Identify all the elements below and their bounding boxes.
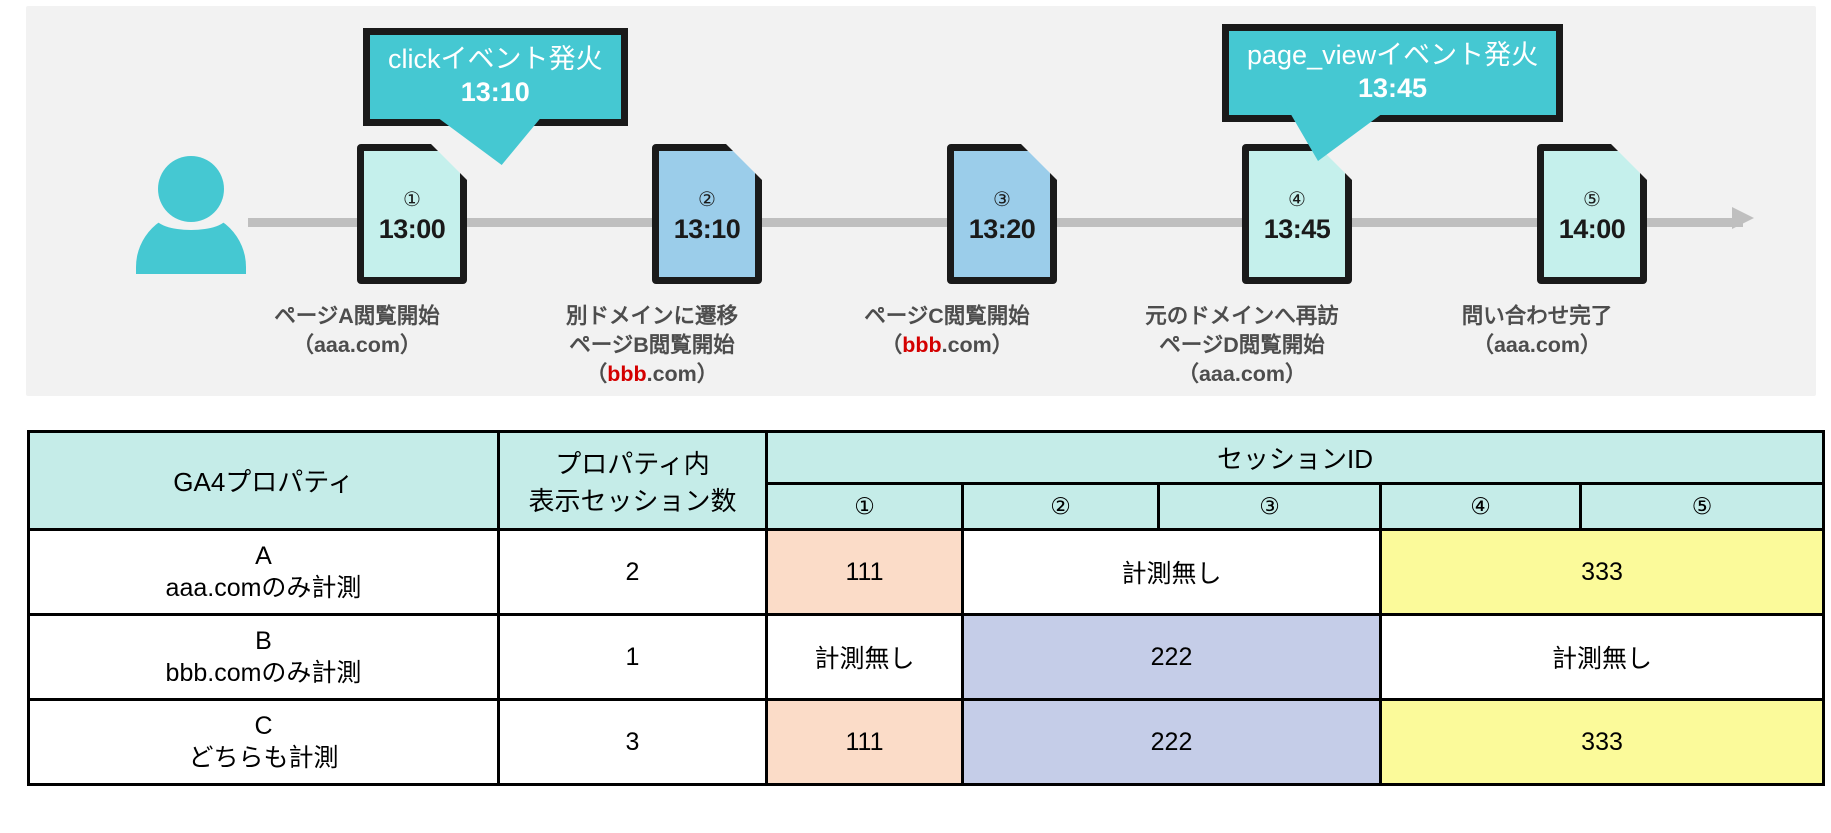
caption-domain: bbb	[607, 362, 647, 387]
timeline-arrow-head-icon	[1732, 207, 1754, 229]
step-caption-4: 元のドメインへ再訪ページD閲覧開始 （aaa.com）	[1077, 302, 1407, 390]
page-doc-icon-5: ⑤ 14:00	[1537, 144, 1647, 284]
th-session-count-line1: プロパティ内	[555, 448, 710, 479]
doc-timestamp: 13:00	[378, 214, 446, 244]
caption-domain: aaa	[313, 333, 350, 358]
session-cell-3-3: 333	[1378, 698, 1826, 786]
bubble-event-name: page_viewイベント発火	[1247, 40, 1539, 70]
caption-main-line: ページB閲覧開始	[569, 333, 735, 358]
doc-page-shape	[357, 144, 467, 284]
session-cell-2-1: 計測無し	[765, 613, 964, 701]
th-session-1: ①	[765, 482, 964, 531]
row-session-count-1: 2	[497, 528, 768, 616]
person-avatar-icon	[136, 156, 246, 274]
doc-step-number: ③	[993, 189, 1011, 211]
session-cell-2-3: 計測無し	[1378, 613, 1826, 701]
bubble-event-time: 13:10	[460, 76, 530, 107]
row-property-label-3: C どちらも計測	[27, 698, 500, 786]
th-session-2: ②	[961, 482, 1160, 531]
table-header-row-1: GA4プロパティ プロパティ内 表示セッション数 セッションID	[27, 430, 1826, 531]
doc-step-number: ④	[1288, 189, 1306, 211]
session-cell-1-1: 111	[765, 528, 964, 616]
property-desc: bbb.comのみ計測	[165, 659, 362, 687]
doc-step-number: ①	[403, 189, 421, 211]
step-caption-5: 問い合わせ完了 （aaa.com）	[1372, 302, 1702, 360]
th-session-4: ④	[1379, 482, 1582, 531]
property-letter: C	[254, 711, 273, 740]
step-caption-1: ページA閲覧開始 （aaa.com）	[192, 302, 522, 360]
caption-domain-line: （bbb.com）	[880, 333, 1014, 358]
bubble-event-time: 13:45	[1358, 72, 1428, 103]
th-ga4-property: GA4プロパティ	[27, 430, 500, 531]
caption-main-line: ページC閲覧開始	[864, 304, 1030, 328]
caption-domain-line: （aaa.com）	[292, 333, 422, 358]
th-session-3: ③	[1157, 482, 1382, 531]
caption-domain-line: （bbb.com）	[585, 362, 719, 387]
doc-page-shape	[1242, 144, 1352, 284]
caption-domain: aaa	[1198, 362, 1235, 387]
property-desc: どちらも計測	[188, 744, 339, 772]
caption-main-line: ページA閲覧開始	[274, 304, 440, 328]
th-session-id: セッションID	[764, 430, 1826, 485]
page-doc-icon-2: ② 13:10	[652, 144, 762, 284]
th-session-count-line2: 表示セッション数	[528, 485, 737, 516]
th-session-5: ⑤	[1578, 482, 1826, 531]
caption-top-line: 元のドメインへ再訪	[1145, 304, 1339, 328]
session-cell-1-2: 計測無し	[961, 528, 1382, 616]
property-letter: A	[255, 541, 272, 570]
session-cell-3-2: 222	[961, 698, 1382, 786]
property-desc: aaa.comのみ計測	[165, 574, 362, 602]
page-doc-icon-3: ③ 13:20	[947, 144, 1057, 284]
doc-page-shape	[652, 144, 762, 284]
page-doc-icon-4: ④ 13:45	[1242, 144, 1352, 284]
session-cell-2-2: 222	[961, 613, 1382, 701]
doc-step-number: ⑤	[1583, 189, 1601, 211]
th-session-count: プロパティ内 表示セッション数	[497, 430, 768, 531]
doc-timestamp: 13:45	[1263, 214, 1331, 244]
bubble-event-name: clickイベント発火	[388, 44, 603, 74]
step-caption-2: 別ドメインに遷移ページB閲覧開始 （bbb.com）	[487, 302, 817, 390]
page-doc-icon-1: ① 13:00	[357, 144, 467, 284]
property-letter: B	[255, 626, 272, 655]
caption-main-line: ページD閲覧開始	[1159, 333, 1325, 358]
caption-domain: bbb	[902, 333, 942, 358]
caption-domain: aaa	[1493, 333, 1530, 358]
doc-page-shape	[947, 144, 1057, 284]
session-cell-1-3: 333	[1378, 528, 1826, 616]
doc-page-shape	[1537, 144, 1647, 284]
row-session-count-3: 3	[497, 698, 768, 786]
caption-top-line: 別ドメインに遷移	[565, 304, 738, 328]
step-caption-3: ページC閲覧開始 （bbb.com）	[782, 302, 1112, 360]
caption-domain-line: （aaa.com）	[1177, 362, 1307, 387]
doc-timestamp: 13:20	[968, 214, 1036, 244]
caption-domain-line: （aaa.com）	[1472, 333, 1602, 358]
doc-timestamp: 13:10	[673, 214, 741, 244]
doc-step-number: ②	[698, 189, 716, 211]
session-cell-3-1: 111	[765, 698, 964, 786]
caption-main-line: 問い合わせ完了	[1461, 304, 1613, 328]
avatar-head	[158, 156, 224, 222]
doc-timestamp: 14:00	[1558, 214, 1626, 244]
row-session-count-2: 1	[497, 613, 768, 701]
